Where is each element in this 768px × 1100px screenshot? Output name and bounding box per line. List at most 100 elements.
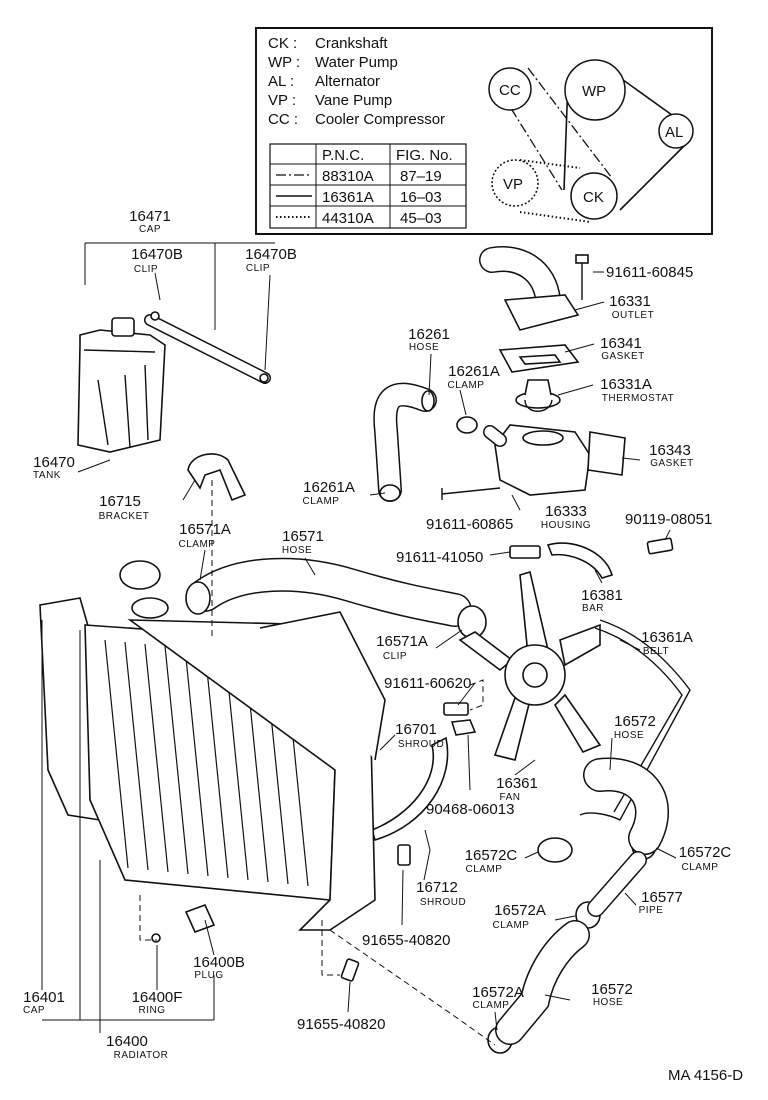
adjusting-bar-drawing (546, 542, 613, 579)
bolt-drawings (184, 254, 674, 982)
cooling-fan-drawing (458, 570, 602, 761)
part-number-91611-41050: 91611-41050 (396, 549, 483, 566)
part-number-91611-60845: 91611-60845 (606, 264, 693, 281)
pulley-label: AL (665, 124, 683, 141)
part-number: 16577 (641, 889, 683, 906)
callout-16331: 16331 OUTLET (609, 293, 654, 321)
part-label: HOSE (282, 545, 312, 556)
part-label: CLIP (246, 263, 270, 274)
part-number-91611-60620: 91611-60620 (384, 675, 471, 692)
callout-16261a-lower: 16261A CLAMP (303, 479, 355, 507)
lower-hose-lower-drawing (495, 920, 590, 1045)
callout-16571a-clip: 16571A CLIP (376, 633, 428, 662)
shroud-clip-drawing (450, 719, 477, 736)
part-number: 16701 (395, 721, 437, 738)
callout-16715: 16715 BRACKET (99, 493, 149, 522)
abbr-name: Crankshaft (315, 35, 388, 52)
callout-16400b: 16400B PLUG (193, 954, 245, 981)
part-number: 16470B (245, 246, 297, 263)
part-number: 16572 (591, 981, 633, 998)
part-label: CLIP (134, 264, 158, 275)
part-label: SHROUD (420, 897, 466, 908)
abbr-name: Alternator (315, 73, 380, 90)
table-cell-fig: 87–19 (400, 168, 442, 185)
part-number: 16400 (106, 1033, 148, 1050)
part-number: 16331 (609, 293, 651, 310)
thermostat-housing-drawing (483, 424, 626, 496)
part-number: 16470 (33, 454, 75, 471)
abbr-code: CC : (268, 111, 298, 128)
part-label: RADIATOR (114, 1050, 169, 1061)
upper-radiator-hose-drawing (188, 557, 472, 627)
part-number: 16400F (132, 989, 183, 1006)
table-header-fig: FIG. No. (396, 147, 453, 164)
part-label: RING (139, 1005, 166, 1016)
part-number: 16401 (23, 989, 65, 1006)
pulley-ck (570, 172, 618, 220)
callout-16401: 16401 CAP (23, 989, 65, 1016)
pulley-vp (491, 159, 539, 207)
abbr-code: WP : (268, 54, 300, 71)
part-label: HOSE (409, 342, 439, 353)
callout-16343: 16343 GASKET (649, 442, 693, 469)
figure-code: MA 4156-D (668, 1067, 743, 1084)
part-label: CAP (139, 224, 161, 235)
abbr-name: Cooler Compressor (315, 111, 445, 128)
legend-box: CK : Crankshaft WP : Water Pump AL : Alt… (255, 27, 713, 235)
part-number: 16341 (600, 335, 642, 352)
water-pipe-drawing (587, 851, 647, 917)
part-label: FAN (500, 792, 521, 803)
callout-16572a-lower: 16572A CLAMP (472, 984, 524, 1011)
part-number: 16400B (193, 954, 245, 971)
callout-16400f: 16400F RING (132, 989, 183, 1016)
callout-16572-lower: 16572 HOSE (591, 981, 633, 1008)
callout-16571a: 16571A CLAMP (179, 521, 231, 550)
callout-16577: 16577 PIPE (639, 889, 683, 916)
part-callouts: 16471 CAP 16470B CLIP 16470B CLIP 16470 … (23, 208, 731, 1061)
pulley-label: VP (503, 176, 523, 193)
callout-16341: 16341 GASKET (600, 335, 644, 362)
part-number: 16571 (282, 528, 324, 545)
part-number: 16333 (545, 503, 587, 520)
part-number: 16572A (472, 984, 524, 1001)
abbr-name: Water Pump (315, 54, 398, 71)
abbr-name: Vane Pump (315, 92, 392, 109)
part-number: 16261 (408, 326, 450, 343)
callout-16261: 16261 HOSE (408, 326, 450, 353)
callout-16261a: 16261A CLAMP (448, 363, 500, 391)
abbr-code: VP : (268, 92, 296, 109)
part-number: 16261A (448, 363, 500, 380)
callout-16400: 16400 RADIATOR (106, 1033, 168, 1061)
part-number: 16361 (496, 775, 538, 792)
part-number: 16572C (679, 844, 732, 861)
water-outlet-drawing (479, 246, 588, 331)
part-drawings (39, 242, 691, 1054)
table-cell-pnc: 88310A (322, 168, 374, 185)
pulley-label: CK (583, 189, 604, 206)
bracket-drawing (187, 453, 247, 502)
part-number: 16572C (465, 847, 518, 864)
part-number: 16571A (179, 521, 231, 538)
lower-shroud-drawing (371, 736, 449, 841)
part-number: 16712 (416, 879, 458, 896)
inlet-hose-drawing (373, 382, 437, 502)
hose-clamp-drawing (456, 416, 478, 434)
callout-16381: 16381 BAR (581, 587, 623, 614)
part-number: 16381 (581, 587, 623, 604)
pulley-cc (488, 67, 532, 111)
drive-belt-drawing (579, 619, 691, 821)
part-label: CLIP (383, 651, 407, 662)
pulley-al (658, 113, 694, 149)
callout-16470: 16470 TANK (33, 454, 75, 481)
callout-16701: 16701 SHROUD (395, 721, 444, 750)
part-label: PLUG (194, 970, 223, 981)
part-number-91655-40820: 91655-40820 (362, 932, 450, 949)
part-number: 16331A (600, 376, 652, 393)
part-label: CLAMP (682, 862, 719, 873)
callout-16572c-left: 16572C CLAMP (465, 847, 518, 875)
part-number-90119-08051: 90119-08051 (625, 511, 712, 528)
part-label: BAR (582, 603, 604, 614)
part-number-91611-60865: 91611-60865 (426, 516, 513, 533)
o-ring-drawing (151, 933, 161, 943)
